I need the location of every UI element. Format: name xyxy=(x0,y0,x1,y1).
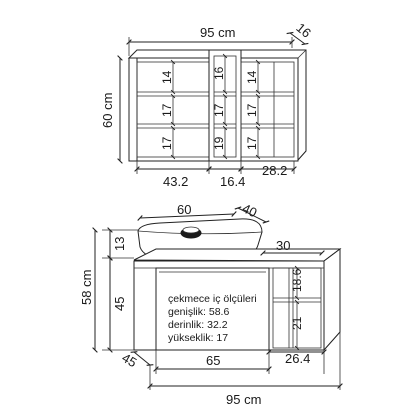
cabinet-depth-label: 45 xyxy=(119,350,139,370)
shelf-unit-drawing xyxy=(127,49,307,162)
cabinet-shelf-heights: 18.6 21 xyxy=(290,265,304,351)
cabinet-drawing xyxy=(133,248,342,352)
cabinet-bottom-dimensions: 45 65 26.4 95 cm xyxy=(119,332,343,407)
right-height-1: 14 xyxy=(245,70,259,84)
sink-depth-label: 40 xyxy=(240,201,259,221)
left-height-3: 17 xyxy=(160,136,174,150)
cabinet-side-depth-label: 30 xyxy=(276,238,290,253)
middle-height-1: 16 xyxy=(212,66,226,80)
cabinet-side-depth-dimension: 30 xyxy=(260,238,325,256)
drawer-inner-dimensions-note: çekmece iç ölçüleri genişlik: 58.6 derin… xyxy=(168,293,257,344)
sink-width-label: 60 xyxy=(177,202,191,217)
shelf-height-label: 60 cm xyxy=(100,93,115,128)
shelf-width-label: 95 cm xyxy=(200,25,235,40)
drawer-width-label: 65 xyxy=(206,353,220,368)
middle-height-2: 17 xyxy=(212,103,226,117)
cabinet-body-height-label: 45 xyxy=(112,297,127,311)
middle-height-3: 19 xyxy=(212,136,226,150)
left-height-1: 14 xyxy=(160,70,174,84)
shelf-height-dimension: 60 cm xyxy=(100,55,123,164)
left-height-2: 17 xyxy=(160,103,174,117)
cabinet-total-width-label: 95 cm xyxy=(226,392,261,407)
shelf-middle-width: 16.4 xyxy=(220,174,245,189)
shelf-right-width: 28.2 xyxy=(262,163,287,178)
cabinet-height-dimensions: 13 45 58 cm xyxy=(79,227,138,353)
drawer-note-width: genişlik: 58.6 xyxy=(168,306,229,318)
right-height-3: 17 xyxy=(245,136,259,150)
shelf-left-width: 43.2 xyxy=(163,174,188,189)
shelf-width-dimension: 95 cm xyxy=(126,25,295,56)
shelf-inner-heights: 14 17 17 16 17 19 14 17 17 xyxy=(160,53,261,160)
right-height-2: 17 xyxy=(245,103,259,117)
side-width-label: 26.4 xyxy=(285,351,310,366)
drawer-note-title: çekmece iç ölçüleri xyxy=(168,293,257,305)
cabinet-shelf-height-1: 18.6 xyxy=(290,268,304,292)
shelf-bottom-widths: 43.2 16.4 28.2 xyxy=(134,161,297,189)
sink-width-dimension: 60 xyxy=(137,202,237,221)
drawer-note-depth: derinlik: 32.2 xyxy=(168,319,228,331)
cabinet-shelf-height-2: 21 xyxy=(290,316,304,330)
shelf-depth-dimension: 16 xyxy=(286,20,314,46)
cabinet-total-height-label: 58 cm xyxy=(79,270,94,305)
sink-height-label: 13 xyxy=(112,237,127,251)
drawer-note-height: yükseklik: 17 xyxy=(168,332,228,344)
sink-depth-dimension: 40 xyxy=(234,201,270,224)
